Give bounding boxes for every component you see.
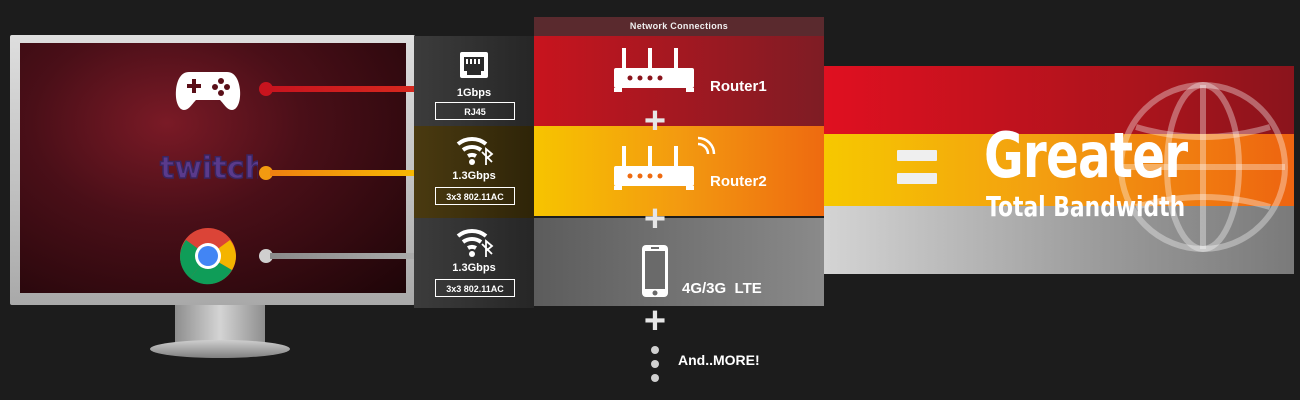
- interface-speed: 1.3Gbps: [452, 262, 496, 274]
- plus-icon: +: [643, 198, 667, 240]
- interface-badge: 3x3 802.11AC: [435, 279, 515, 297]
- wifi-bluetooth-icon: [454, 224, 494, 264]
- ellipsis-dot: [651, 346, 659, 354]
- result-band-yellow: [824, 134, 1294, 206]
- connection-label: Router1: [710, 78, 767, 95]
- smartphone-icon: [640, 244, 670, 298]
- router-icon: [612, 44, 702, 94]
- plus-icon: +: [643, 300, 667, 342]
- twitch-logo: twitch: [158, 150, 266, 187]
- connector-line-gray: [270, 253, 440, 259]
- chrome-icon: [178, 226, 238, 286]
- gamepad-icon: [175, 62, 241, 122]
- ellipsis-dot: [651, 374, 659, 382]
- connector-node-gray: [259, 249, 273, 263]
- result-subline: Total Bandwidth: [986, 190, 1186, 223]
- connection-label: 4G/3G LTE: [682, 280, 762, 297]
- monitor-stand: [175, 305, 265, 345]
- connector-line-red: [270, 86, 430, 92]
- result-band-red: [824, 66, 1294, 134]
- ethernet-port-icon: [454, 48, 494, 88]
- monitor-base: [150, 340, 290, 358]
- result-band-gray: [824, 206, 1294, 274]
- more-label: And..MORE!: [678, 352, 760, 368]
- ellipsis-dot: [651, 360, 659, 368]
- equals-icon: [897, 150, 937, 186]
- router-wifi-icon: [612, 136, 722, 192]
- connector-node-yellow: [259, 166, 273, 180]
- wifi-bluetooth-icon: [454, 132, 494, 172]
- network-connections-header: Network Connections: [534, 17, 824, 36]
- interface-speed: 1Gbps: [456, 87, 492, 99]
- interface-speed: 1.3Gbps: [452, 170, 496, 182]
- connection-label: Router2: [710, 173, 767, 190]
- connector-node-red: [259, 82, 273, 96]
- result-headline: Greater: [984, 119, 1188, 192]
- interface-badge: 3x3 802.11AC: [435, 187, 515, 205]
- plus-icon: +: [643, 100, 667, 142]
- band-lte: [534, 218, 824, 306]
- globe-icon: [1108, 72, 1298, 262]
- connector-line-yellow: [270, 170, 445, 176]
- twitch-logo-text: twitch: [160, 151, 258, 186]
- interface-badge: RJ45: [435, 102, 515, 120]
